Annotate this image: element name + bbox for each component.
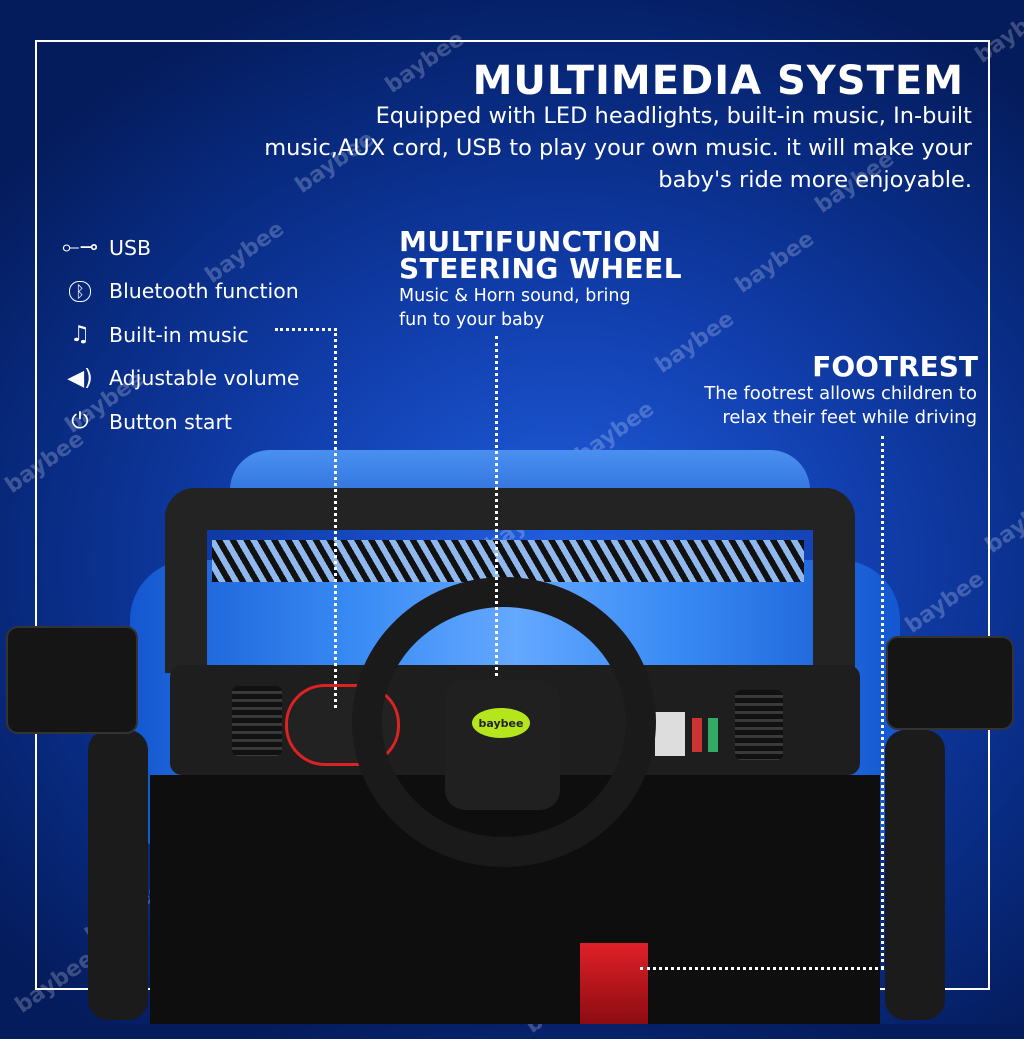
right-mirror	[886, 636, 1014, 730]
left-air-vent	[232, 686, 282, 756]
footrest-title: FOOTREST	[812, 350, 978, 383]
right-air-vent	[735, 690, 783, 760]
music-notes-icon: ♫	[70, 322, 90, 348]
steering-logo: baybee	[472, 708, 530, 738]
left-mirror	[6, 626, 138, 734]
green-switch	[708, 718, 718, 752]
feature-volume: ◀)Adjustable volume	[55, 357, 299, 401]
roll-bar	[165, 488, 855, 673]
dash-sticker	[655, 712, 685, 756]
speaker-volume-icon: ◀)	[67, 365, 93, 391]
footrest-leader-line	[881, 436, 884, 969]
red-switch	[692, 718, 702, 752]
feature-music: ♫Built-in music	[55, 313, 299, 357]
steering-hub	[445, 680, 560, 810]
steering-leader-line	[495, 336, 498, 676]
left-tire	[88, 730, 148, 1020]
music-leader-line-vertical	[334, 328, 337, 708]
bluetooth-icon: ᛒ	[69, 280, 91, 302]
multimedia-description: Equipped with LED headlights, built-in m…	[264, 103, 972, 193]
footrest-leader-line-horizontal	[640, 967, 884, 970]
power-icon: ⏻	[71, 409, 89, 435]
usb-icon: ⟜⊸	[61, 235, 99, 261]
watermark-logo: baybee	[970, 0, 1024, 69]
multimedia-title: MULTIMEDIA SYSTEM	[472, 58, 964, 104]
roll-bar-mesh	[212, 540, 804, 582]
right-tire	[885, 730, 945, 1020]
feature-usb: ⟜⊸USB	[55, 226, 299, 270]
pedal	[580, 943, 648, 1024]
music-leader-line	[275, 328, 337, 331]
feature-power: ⏻Button start	[55, 400, 299, 444]
